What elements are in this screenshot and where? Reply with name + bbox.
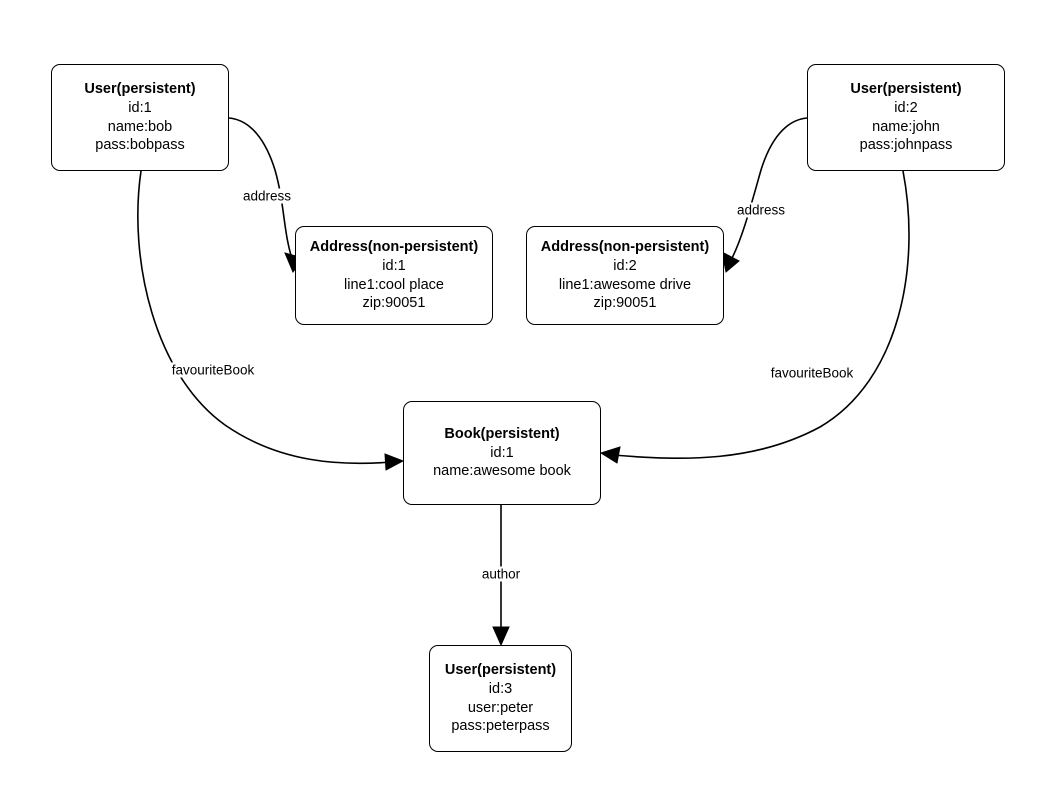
node-line-user2-2: pass:johnpass [859, 137, 953, 154]
node-title-user3: User(persistent) [444, 661, 557, 678]
node-address2[interactable]: Address(non-persistent) id:2 line1:awesome… [526, 226, 724, 325]
edge-label-user1-address: address [240, 188, 294, 204]
node-line-book1-0: id:1 [490, 444, 514, 461]
edge-user1-address [228, 117, 294, 263]
node-line-user2-0: id:2 [894, 99, 918, 116]
arrowhead-user1-favouritebook [384, 453, 405, 471]
node-line-user1-2: pass:bobpass [95, 137, 185, 154]
node-book1[interactable]: Book(persistent) id:1 name:awesome book [403, 401, 601, 505]
edge-label-user1-favouritebook: favouriteBook [169, 362, 257, 378]
node-title-address2: Address(non-persistent) [540, 238, 710, 255]
node-address1[interactable]: Address(non-persistent) id:1 line1:cool pl… [295, 226, 493, 325]
node-user1[interactable]: User(persistent) id:1 name:bob pass:bobpass [51, 64, 229, 171]
node-line-user3-2: pass:peterpass [451, 718, 550, 735]
node-title-user1: User(persistent) [84, 80, 196, 97]
node-title-address1: Address(non-persistent) [309, 238, 479, 255]
node-user2[interactable]: User(persistent) id:2 name:john pass:johnpa… [807, 64, 1005, 171]
edge-label-book-author: author [479, 566, 523, 582]
node-line-book1-1: name:awesome book [433, 463, 571, 480]
edge-label-user2-favouritebook: favouriteBook [768, 365, 856, 381]
node-line-address2-2: zip:90051 [593, 295, 657, 312]
node-title-book1: Book(persistent) [444, 425, 560, 442]
arrowhead-user2-favouritebook [599, 446, 621, 464]
node-line-user2-1: name:john [872, 118, 940, 135]
node-line-address1-2: zip:90051 [362, 295, 426, 312]
node-line-user3-0: id:3 [488, 680, 513, 697]
node-user3[interactable]: User(persistent) id:3 user:peter pass:peter… [429, 645, 572, 752]
node-line-user1-1: name:bob [107, 118, 173, 135]
node-line-address1-1: line1:cool place [344, 276, 444, 293]
arrowhead-user2-address [721, 251, 740, 273]
node-line-user3-1: user:peter [467, 699, 534, 716]
node-line-address2-0: id:2 [613, 257, 637, 274]
node-line-address1-0: id:1 [382, 257, 406, 274]
arrowhead-book-author [492, 626, 510, 647]
node-line-address2-1: line1:awesome drive [558, 276, 692, 293]
edge-user2-favouritebook [612, 170, 910, 459]
edge-user2-address [729, 117, 808, 263]
edge-label-user2-address: address [734, 202, 788, 218]
node-title-user2: User(persistent) [850, 80, 962, 97]
edge-user1-favouritebook [137, 170, 393, 465]
node-line-user1-0: id:1 [128, 99, 152, 116]
